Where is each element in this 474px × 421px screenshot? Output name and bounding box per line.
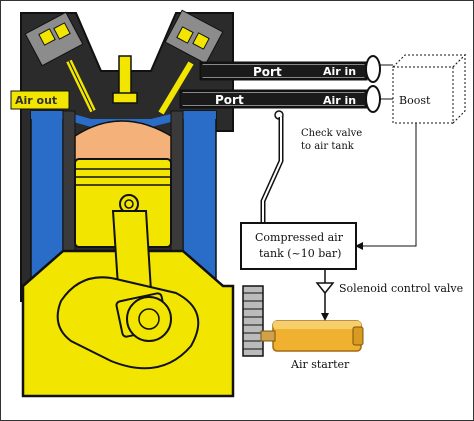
combustion-chamber xyxy=(74,120,172,162)
air-pipe-bottom-fill xyxy=(181,93,366,105)
air-in-label-top: Air in xyxy=(323,65,356,78)
crankshaft-center xyxy=(138,308,160,330)
boost-to-tank-line xyxy=(363,123,417,247)
solenoid-label: Solenoid control valve xyxy=(339,282,463,295)
fuel-injector xyxy=(112,55,138,104)
air-out-passage xyxy=(10,90,70,110)
air-out-label: Air out xyxy=(15,94,57,107)
check-valve-label-2: to air tank xyxy=(301,141,355,152)
wrist-pin-inner xyxy=(124,199,134,209)
air-starter-label: Air starter xyxy=(290,358,350,371)
check-valve-pipe-inner xyxy=(262,117,282,223)
flywheel-teeth xyxy=(243,292,263,350)
check-valve-label-1: Check valve xyxy=(301,128,362,139)
solenoid-valve xyxy=(315,282,335,295)
coolant-jacket-top xyxy=(31,111,216,127)
port-label-bottom: Port xyxy=(215,93,244,107)
solenoid-arrow xyxy=(321,313,329,321)
intake-valve-left xyxy=(24,11,96,113)
boost-arrow xyxy=(355,242,363,250)
tank-label-1: Compressed air xyxy=(255,231,344,244)
boost-box xyxy=(391,53,467,125)
air-starter xyxy=(260,320,364,352)
air-in-opening-bottom xyxy=(365,85,381,113)
check-valve-pipe xyxy=(260,117,284,223)
flywheel-gear xyxy=(242,285,264,357)
air-pipe-top-fill xyxy=(201,65,366,77)
crankshaft-main xyxy=(126,296,172,342)
air-in-opening-top xyxy=(365,55,381,83)
air-in-label-bottom: Air in xyxy=(323,94,356,107)
intake-valve-right xyxy=(158,9,224,115)
boost-label: Boost xyxy=(399,94,431,107)
tank-label-2: tank (~10 bar) xyxy=(259,247,341,260)
port-label-top: Port xyxy=(253,65,282,79)
compressed-air-tank xyxy=(240,222,357,270)
